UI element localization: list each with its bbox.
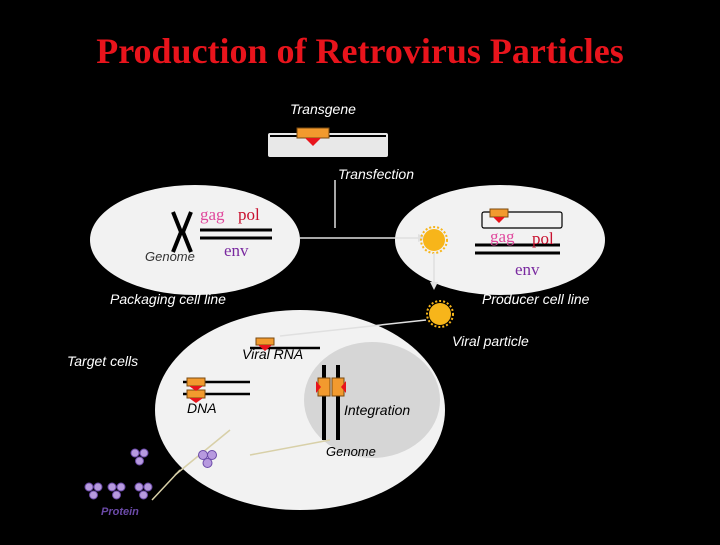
page-title: Production of Retrovirus Particles <box>96 31 624 71</box>
protein-cluster-2 <box>198 450 217 468</box>
transgene-plasmid <box>268 127 388 157</box>
expression-arrow-1 <box>249 439 331 456</box>
genome-label-target: Genome <box>326 444 376 459</box>
expression-arrow-3 <box>151 469 181 501</box>
genome-label-packaging: Genome <box>145 249 195 264</box>
protein-cluster-5 <box>134 482 153 500</box>
producer-env-label: env <box>515 260 540 279</box>
viral-particle-label: Viral particle <box>452 333 529 349</box>
target-cells-label: Target cells <box>67 353 139 369</box>
dna-strand <box>183 377 250 403</box>
env-label: env <box>224 241 249 260</box>
pol-label: pol <box>238 205 260 224</box>
integration-label: Integration <box>344 402 411 418</box>
dna-label: DNA <box>187 400 217 416</box>
budding-arrow-head <box>430 282 438 290</box>
producer-pol-label: pol <box>532 229 554 248</box>
integrated-chromosome <box>316 365 346 440</box>
packaging-cell-line-label: Packaging cell line <box>110 291 226 307</box>
infection-arrow <box>279 319 427 337</box>
producer-gag-label: gag <box>490 227 515 246</box>
viral-rna-label: Viral RNA <box>242 346 304 362</box>
gag-label: gag <box>200 205 225 224</box>
packaging-cell <box>90 185 300 295</box>
protein-cluster-3 <box>84 482 103 500</box>
viral-rna <box>250 337 320 351</box>
producer-plasmid <box>481 208 563 229</box>
viral-particle-icon <box>426 300 454 328</box>
protein-cluster-4 <box>107 482 126 500</box>
producer-cell-line-label: Producer cell line <box>482 291 590 307</box>
transfection-label: Transfection <box>338 166 414 182</box>
protein-label: Protein <box>101 506 139 518</box>
transgene-label: Transgene <box>290 101 356 117</box>
genome-chromosome <box>171 211 193 253</box>
protein-cluster-1 <box>130 448 149 466</box>
